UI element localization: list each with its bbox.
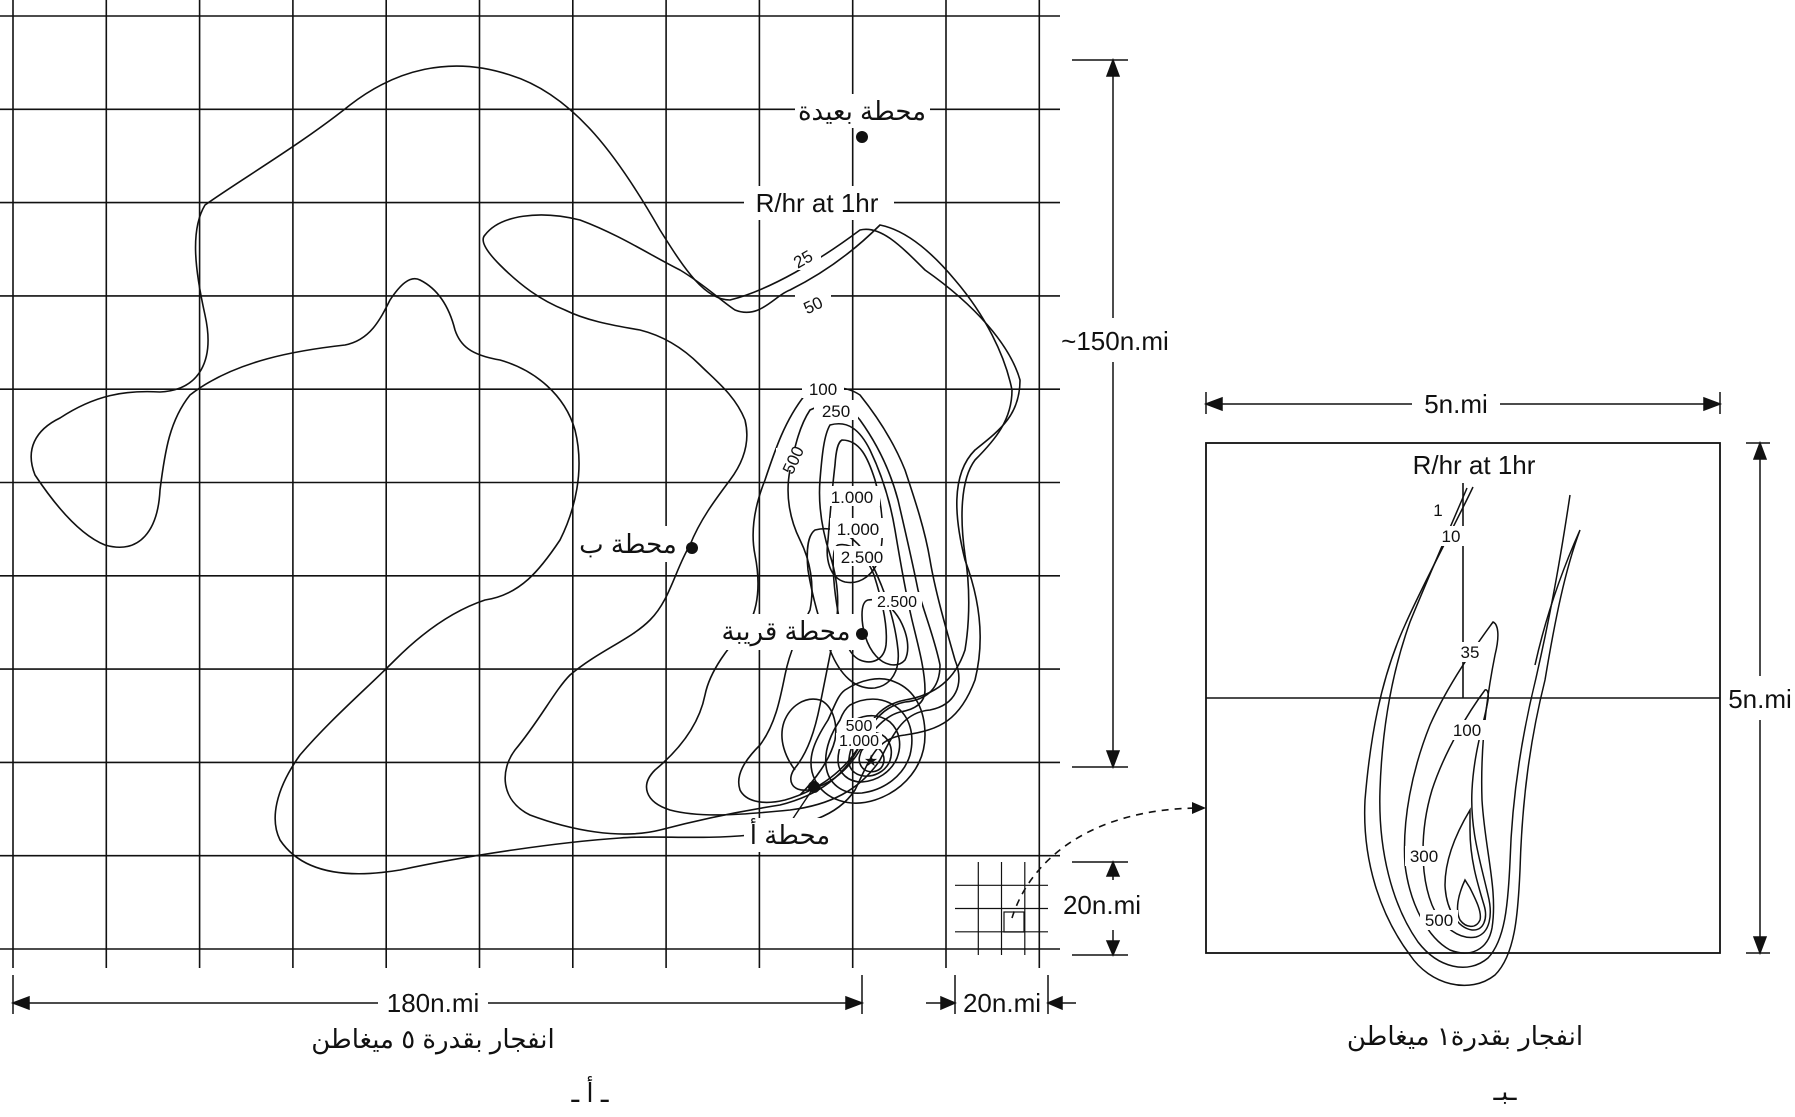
contour-1000-upper — [826, 439, 884, 584]
rhr-label-a: R/hr at 1hr — [756, 188, 879, 218]
zoom-link — [1011, 802, 1206, 919]
grid-a — [0, 0, 1060, 968]
station-b-dot — [686, 542, 698, 554]
ground-zero-star-icon: ★ — [864, 753, 878, 770]
bg-b — [578, 526, 678, 562]
plume-label-35: 35 — [1461, 643, 1480, 662]
dim-small-w-label: 20n.mi — [963, 988, 1041, 1018]
zoom-source-square — [1003, 911, 1025, 933]
plume-label-1: 1 — [1433, 501, 1442, 520]
plume-label-10: 10 — [1442, 527, 1461, 546]
contour-label-500b: 500 — [846, 718, 873, 735]
contour-2500 — [832, 543, 888, 663]
dim-right-b — [1746, 440, 1770, 956]
dim-width-label: 180n.mi — [387, 988, 480, 1018]
dim-height-label: ~150n.mi — [1061, 326, 1169, 356]
tag-b: ـبـ — [1492, 1076, 1516, 1106]
contour-labels-a: 25 50 100 250 500 1.000 1.000 2.500 2.50… — [776, 246, 922, 750]
station-far-dot — [856, 131, 868, 143]
dim-right-b-label: 5n.mi — [1728, 684, 1792, 714]
contour-labels-b: 1 10 35 100 300 500 — [1405, 500, 1486, 930]
station-near-dot — [856, 628, 868, 640]
bg-near — [718, 614, 854, 650]
contour-outer — [30, 65, 1021, 875]
bg-far — [795, 94, 930, 128]
dim-small-h — [1072, 860, 1128, 957]
contours-b — [1363, 486, 1581, 987]
station-a-leader — [791, 786, 815, 821]
contour-label-1000c: 1.000 — [839, 733, 879, 750]
bg-rhr-a — [744, 186, 894, 220]
gz-ring-2 — [824, 698, 913, 794]
contour-label-1000a: 1.000 — [831, 488, 874, 507]
contour-label-100: 100 — [809, 380, 837, 399]
contour-label-250: 250 — [822, 402, 850, 421]
rhr-label-b: R/hr at 1hr — [1413, 450, 1536, 480]
plume-1 — [1363, 486, 1581, 987]
panel-b: 5n.mi 5n.mi R/hr at 1hr 1 10 — [1203, 389, 1792, 1106]
contour-label-1000b: 1.000 — [837, 520, 880, 539]
station-far-label: محطة بعيدة — [798, 96, 926, 126]
plume-2 — [1379, 487, 1571, 968]
contour-label-2500a: 2.500 — [841, 548, 884, 567]
caption-a: انفجار بقدرة ٥ ميغاطن — [311, 1024, 554, 1055]
station-near-label: محطة قريبة — [722, 616, 851, 647]
gz-ring-3 — [837, 714, 901, 783]
plume-4 — [1422, 689, 1491, 939]
dim-height-a — [1072, 57, 1128, 770]
plume-label-100: 100 — [1453, 721, 1481, 740]
fine-grid-a — [955, 862, 1048, 955]
bg-a — [744, 818, 836, 852]
panel-a: ★ محطة بعيدة R/hr at 1hr محطة ب محطة قري… — [0, 0, 1169, 1108]
tag-a: ـ أ ـ — [571, 1075, 609, 1108]
dim-top-b — [1203, 392, 1723, 414]
plume-label-500: 500 — [1425, 911, 1453, 930]
station-a-label: محطة أ — [750, 817, 830, 850]
contour-label-2500b: 2.500 — [877, 594, 917, 611]
contour-hook — [781, 698, 837, 796]
contour-100 — [645, 386, 960, 816]
dim-top-b-label: 5n.mi — [1424, 389, 1488, 419]
gz-ring-4 — [848, 731, 893, 777]
caption-b: انفجار بقدرة١ ميغاطن — [1347, 1021, 1583, 1052]
contour-50 — [482, 214, 1013, 835]
plume-5 — [1444, 807, 1487, 931]
contour-2500-lower — [861, 598, 909, 666]
plume-label-300: 300 — [1410, 847, 1438, 866]
dim-small-h-label: 20n.mi — [1063, 890, 1141, 920]
plume-6 — [1456, 878, 1482, 928]
dim-width-a — [10, 975, 865, 1014]
bg-rhr-b — [1398, 449, 1550, 483]
station-b-label: محطة ب — [579, 529, 677, 559]
gz-ring-5 — [858, 745, 885, 773]
dim-small-w — [926, 975, 1076, 1014]
gz-ring-1 — [810, 678, 926, 804]
